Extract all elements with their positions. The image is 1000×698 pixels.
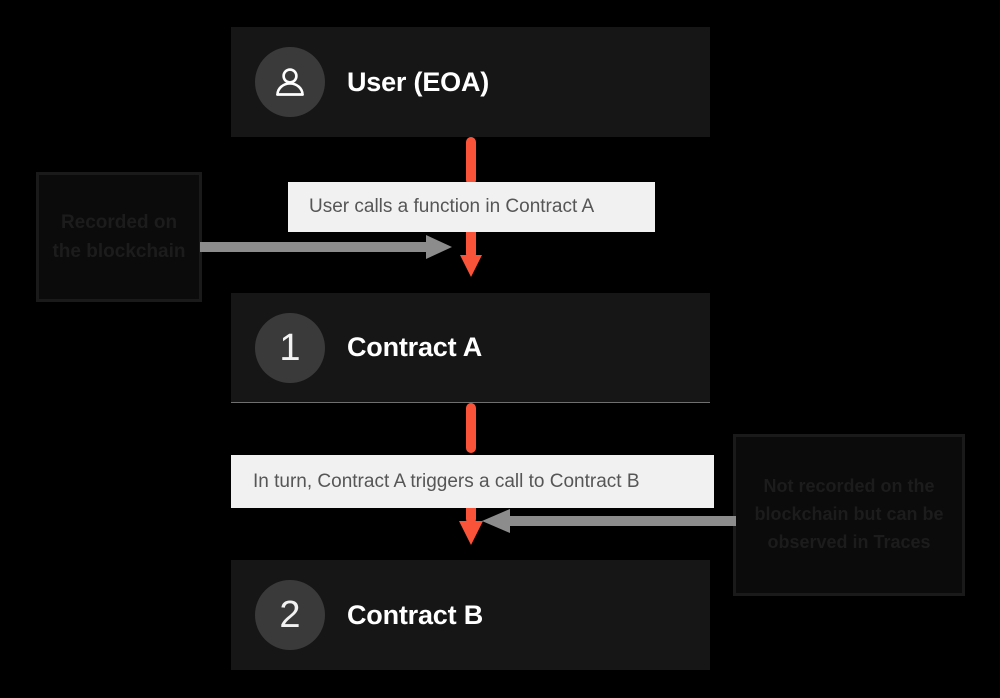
- arrow-callout-left-connector: [200, 233, 456, 261]
- node-contract-b[interactable]: 2 Contract B: [231, 560, 710, 670]
- callout-text: Not recorded on the blockchain but can b…: [754, 476, 944, 552]
- node-contract-a[interactable]: 1 Contract A: [231, 293, 710, 403]
- arrow-callout-right-connector: [482, 507, 736, 535]
- step-label-text: User calls a function in Contract A: [309, 196, 595, 217]
- person-icon: [255, 47, 325, 117]
- step-number-badge: 1: [255, 312, 325, 383]
- step-label-contract-a-triggers: In turn, Contract A triggers a call to C…: [231, 455, 714, 508]
- step-label-user-calls: User calls a function in Contract A: [288, 182, 655, 232]
- node-label: Contract A: [347, 332, 483, 362]
- callout-text: Recorded on the blockchain: [52, 211, 186, 262]
- step-number-badge: 2: [255, 580, 325, 650]
- callout-not-recorded-traces: Not recorded on the blockchain but can b…: [733, 434, 965, 596]
- callout-recorded-on-blockchain: Recorded on the blockchain: [36, 172, 202, 302]
- node-user-eoa[interactable]: User (EOA): [231, 27, 710, 137]
- step-label-text: In turn, Contract A triggers a call to C…: [253, 470, 640, 492]
- node-label: Contract B: [347, 599, 484, 630]
- node-label: User (EOA): [347, 66, 490, 97]
